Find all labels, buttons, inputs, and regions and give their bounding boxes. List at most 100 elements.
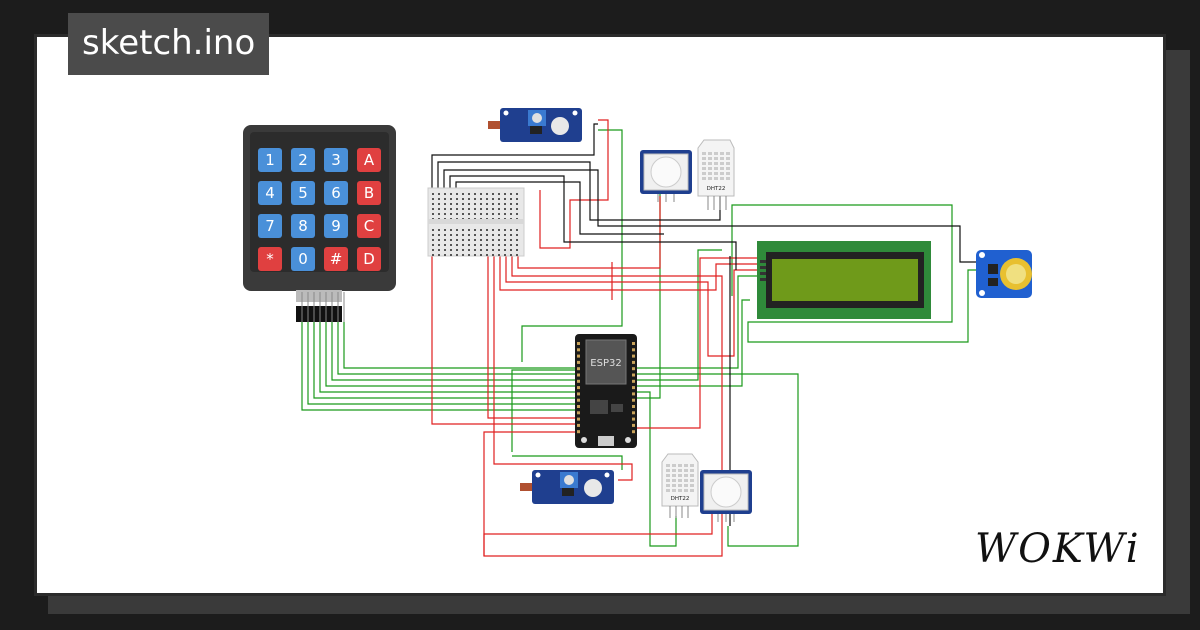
keypad-key[interactable] (324, 247, 348, 271)
keypad-key-label: A (364, 151, 375, 169)
esp32-pin[interactable] (632, 367, 635, 371)
breadboard-hole (462, 229, 464, 231)
keypad-key[interactable] (258, 181, 282, 205)
breadboard-hole (468, 244, 470, 246)
breadboard-hole (450, 244, 452, 246)
dht22-sensor-bottom[interactable]: DHT22 (661, 453, 699, 518)
breadboard-hole (474, 229, 476, 231)
dht22-vent (672, 489, 676, 492)
breadboard-hole (474, 249, 476, 251)
keypad-key[interactable] (324, 214, 348, 238)
dht22-vent (672, 469, 676, 472)
keypad-key[interactable] (258, 214, 282, 238)
keypad-key[interactable] (291, 214, 315, 238)
esp32-pin[interactable] (632, 411, 635, 415)
breadboard-hole (444, 254, 446, 256)
esp32-pin[interactable] (577, 417, 580, 421)
esp32-pin[interactable] (632, 348, 635, 352)
pir-sensor-top[interactable] (640, 150, 692, 202)
dht22-vent (726, 157, 730, 160)
breadboard-hole (450, 193, 452, 195)
keypad-key[interactable] (258, 247, 282, 271)
esp32-pin[interactable] (577, 367, 580, 371)
breadboard-hole (510, 229, 512, 231)
rtc-module[interactable] (976, 250, 1032, 298)
esp32-pin[interactable] (577, 411, 580, 415)
keypad-key[interactable] (357, 181, 381, 205)
esp32-pin[interactable] (577, 379, 580, 383)
breadboard-hole (504, 198, 506, 200)
breadboard-hole (486, 254, 488, 256)
keypad-key[interactable] (291, 247, 315, 271)
breadboard-hole (456, 249, 458, 251)
esp32-pin[interactable] (577, 386, 580, 390)
dht22-sensor-top[interactable]: DHT22 (697, 139, 735, 210)
breadboard-hole (432, 244, 434, 246)
dht22-label-bottom: DHT22 (671, 496, 690, 502)
esp32-pin[interactable] (632, 417, 635, 421)
breadboard-hole (462, 203, 464, 205)
keypad-key[interactable] (324, 148, 348, 172)
esp32-pin[interactable] (577, 342, 580, 345)
breadboard-hole (450, 234, 452, 236)
breadboard-hole (516, 198, 518, 200)
breadboard-hole (510, 244, 512, 246)
pir-sensor-bottom[interactable] (700, 470, 752, 522)
esp32-pin[interactable] (632, 398, 635, 402)
keypad-key[interactable] (258, 148, 282, 172)
esp32-pin[interactable] (577, 398, 580, 402)
breadboard-hole (504, 193, 506, 195)
breadboard-hole (444, 208, 446, 210)
esp32-pin[interactable] (577, 348, 580, 352)
breadboard-hole (468, 213, 470, 215)
breadboard-hole (492, 234, 494, 236)
esp32-pin[interactable] (577, 423, 580, 427)
breadboard-hole (444, 239, 446, 241)
dht22-vent (672, 479, 676, 482)
esp32-pin[interactable] (632, 360, 635, 364)
keypad-key-label: 9 (331, 217, 341, 235)
breadboard-hole (480, 244, 482, 246)
keypad-key[interactable] (324, 181, 348, 205)
keypad-key[interactable] (357, 148, 381, 172)
breadboard-hole (510, 193, 512, 195)
keypad-key[interactable] (357, 247, 381, 271)
esp32-pin[interactable] (632, 379, 635, 383)
breadboard-hole (456, 229, 458, 231)
esp32-pin[interactable] (577, 354, 580, 358)
breadboard-hole (432, 213, 434, 215)
keypad-key[interactable] (357, 214, 381, 238)
esp32-pin[interactable] (577, 405, 580, 408)
esp32-pin[interactable] (632, 342, 635, 345)
esp32-pin[interactable] (632, 386, 635, 390)
breadboard-hole (432, 234, 434, 236)
esp32-pin[interactable] (632, 354, 635, 358)
esp32-pin[interactable] (632, 430, 635, 434)
esp32-pin[interactable] (632, 373, 635, 377)
keypad-key[interactable] (291, 181, 315, 205)
breadboard-hole (510, 249, 512, 251)
esp32-pin[interactable] (577, 373, 580, 377)
ldr-module-bottom[interactable] (520, 470, 614, 504)
breadboard[interactable] (427, 187, 525, 257)
breadboard-hole (516, 208, 518, 210)
esp32-pin[interactable] (577, 430, 580, 434)
esp32-pin[interactable] (632, 405, 635, 408)
breadboard-hole (444, 249, 446, 251)
keypad-key-label: B (364, 184, 374, 202)
lcd-display[interactable] (757, 241, 931, 319)
esp32-pin[interactable] (632, 423, 635, 427)
breadboard-hole (474, 239, 476, 241)
breadboard-hole (468, 254, 470, 256)
esp32-pin[interactable] (632, 392, 635, 396)
breadboard-hole (444, 229, 446, 231)
esp32-board[interactable]: ESP32 (575, 334, 637, 448)
ldr-module-top[interactable] (488, 108, 582, 142)
keypad-key[interactable] (291, 148, 315, 172)
esp32-pin[interactable] (577, 360, 580, 364)
breadboard-hole (432, 254, 434, 256)
breadboard-hole (450, 254, 452, 256)
esp32-pin[interactable] (577, 392, 580, 396)
